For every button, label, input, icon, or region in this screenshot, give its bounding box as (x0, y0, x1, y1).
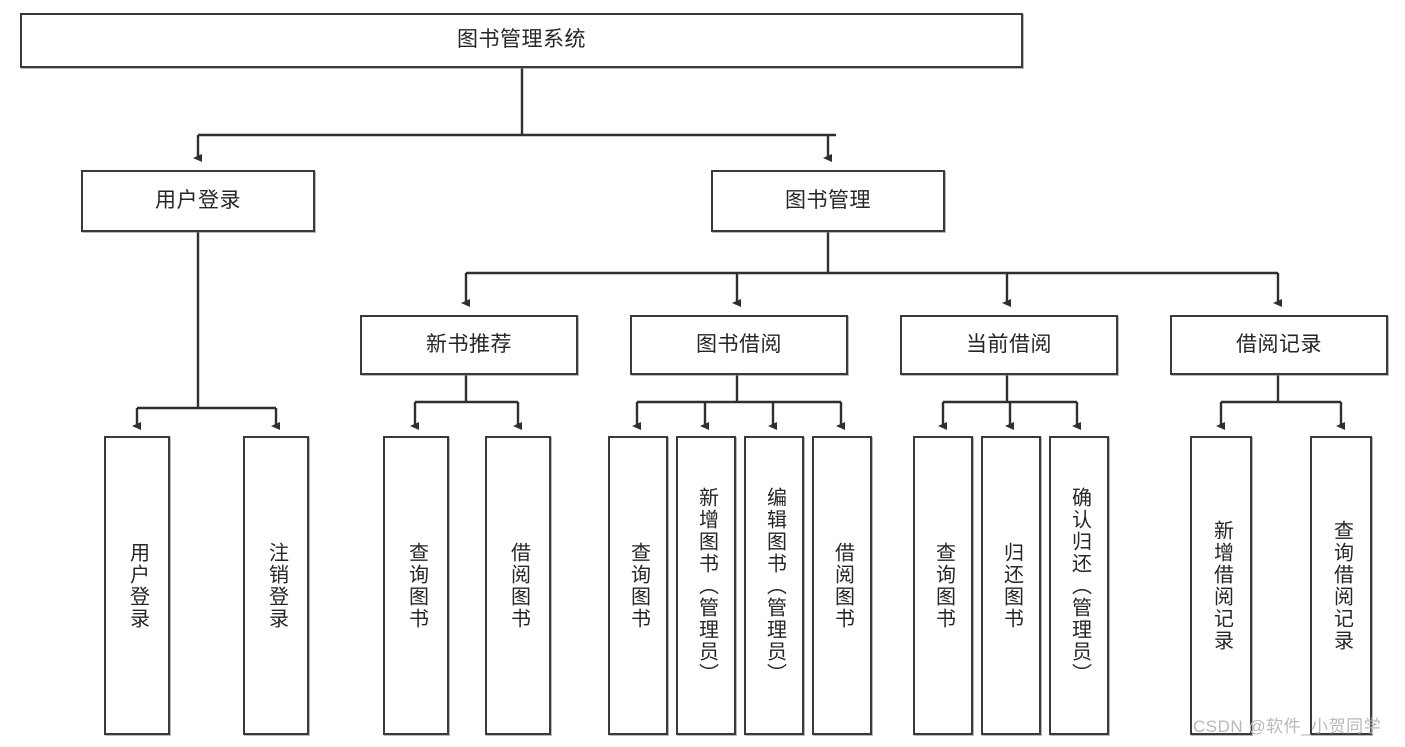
node-label: 当前借阅 (966, 332, 1052, 356)
leaf-current-borrow-query[interactable]: 查询图书 (913, 436, 973, 735)
node-label: 图书管理系统 (457, 28, 586, 52)
node-label: 确认归还（管理员） (1068, 486, 1091, 685)
node-book-borrow[interactable]: 图书借阅 (630, 315, 848, 375)
watermark-text: CSDN @软件_小贺同学 (1193, 717, 1382, 736)
node-user-login[interactable]: 用户登录 (81, 170, 315, 232)
node-label: 查询图书 (932, 541, 955, 630)
leaf-user-login-login[interactable]: 用户登录 (104, 436, 170, 735)
leaf-new-book-query[interactable]: 查询图书 (383, 436, 449, 735)
node-label: 借阅图书 (831, 541, 854, 630)
node-root-system[interactable]: 图书管理系统 (20, 13, 1023, 68)
node-label: 图书管理 (785, 188, 871, 212)
node-label: 借阅图书 (507, 541, 530, 630)
node-new-book-recommend[interactable]: 新书推荐 (360, 315, 578, 375)
node-book-management[interactable]: 图书管理 (711, 170, 945, 232)
leaf-book-borrow-edit[interactable]: 编辑图书（管理员） (744, 436, 804, 735)
leaf-book-borrow-query[interactable]: 查询图书 (608, 436, 668, 735)
leaf-new-book-borrow[interactable]: 借阅图书 (485, 436, 551, 735)
node-label: 用户登录 (155, 188, 241, 212)
node-label: 归还图书 (1000, 541, 1023, 630)
leaf-current-borrow-confirm-return[interactable]: 确认归还（管理员） (1049, 436, 1109, 735)
leaf-borrow-record-add[interactable]: 新增借阅记录 (1190, 436, 1252, 735)
node-label: 新书推荐 (426, 332, 512, 356)
leaf-book-borrow-borrow[interactable]: 借阅图书 (812, 436, 872, 735)
node-label: 编辑图书（管理员） (763, 486, 786, 685)
node-label: 查询借阅记录 (1330, 519, 1353, 652)
node-label: 新增图书（管理员） (695, 486, 718, 685)
node-borrow-record[interactable]: 借阅记录 (1170, 315, 1388, 375)
leaf-current-borrow-return[interactable]: 归还图书 (981, 436, 1041, 735)
node-label: 查询图书 (627, 541, 650, 630)
node-label: 图书借阅 (696, 332, 782, 356)
node-label: 注销登录 (265, 541, 288, 630)
leaf-book-borrow-add[interactable]: 新增图书（管理员） (676, 436, 736, 735)
node-label: 用户登录 (126, 541, 149, 630)
leaf-borrow-record-query[interactable]: 查询借阅记录 (1310, 436, 1372, 735)
leaf-user-login-logout[interactable]: 注销登录 (243, 436, 309, 735)
node-label: 新增借阅记录 (1210, 519, 1233, 652)
node-label: 查询图书 (405, 541, 428, 630)
node-current-borrow[interactable]: 当前借阅 (900, 315, 1118, 375)
node-label: 借阅记录 (1236, 332, 1322, 356)
